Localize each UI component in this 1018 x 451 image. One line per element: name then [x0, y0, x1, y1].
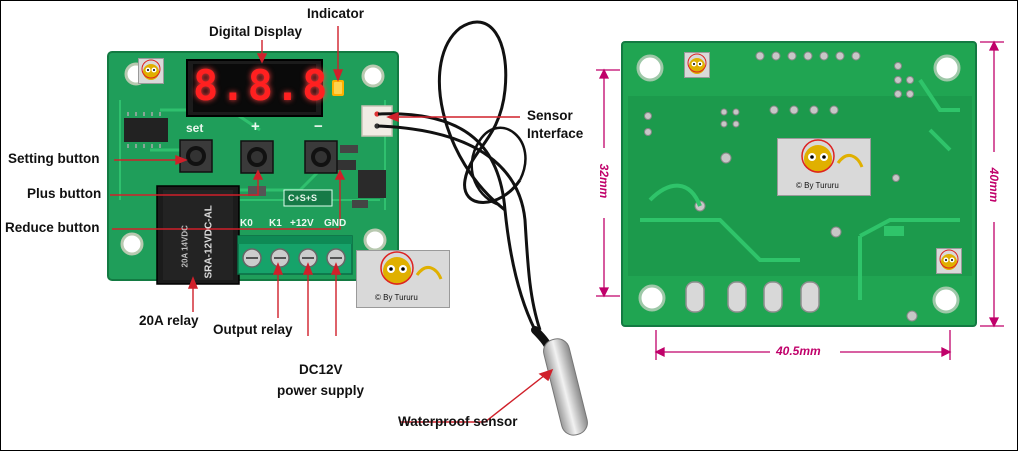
- relay-model-text: SRA-12VDC-AL: [203, 205, 215, 279]
- watermark-text: © By Tururu: [375, 293, 418, 302]
- label-output-relay: Output relay: [213, 322, 293, 337]
- sensor-cable: [377, 20, 554, 354]
- silk-terminal-12v: +12V: [290, 218, 314, 229]
- label-indicator: Indicator: [307, 6, 365, 21]
- relay-shape: [156, 185, 240, 285]
- watermark-text: © By Tururu: [796, 181, 839, 190]
- watermark-logo-large: © By Tururu: [356, 250, 450, 308]
- owl-icon: [687, 53, 707, 74]
- label-dc12v: DC12V: [299, 362, 343, 377]
- dimension-40-5mm: 40.5mm: [776, 344, 821, 358]
- watermark-logo-large: © By Tururu: [777, 138, 871, 196]
- silk-terminal-gnd: GND: [324, 218, 347, 229]
- silk-minus: −: [314, 118, 323, 135]
- relay-rating-text: 20A 14VDC: [180, 225, 190, 268]
- leader-lines: [110, 26, 554, 423]
- label-power-supply: power supply: [277, 383, 365, 398]
- front-pcb: [107, 51, 399, 285]
- plus-button-shape: [240, 140, 274, 174]
- silk-terminal-k0: K0: [240, 218, 253, 229]
- setting-button-shape: [179, 139, 213, 173]
- silk-terminal-k1: K1: [269, 218, 282, 229]
- label-waterproof-sensor: Waterproof sensor: [398, 414, 518, 429]
- label-digital-display: Digital Display: [209, 24, 303, 39]
- watermark-logo-small: [684, 52, 710, 78]
- reduce-button-shape: [304, 140, 338, 174]
- watermark-logo-small: [138, 58, 164, 84]
- watermark-logo-small: [936, 248, 962, 274]
- dimension-40mm: 40mm: [987, 167, 1001, 203]
- dimension-32mm: 32mm: [597, 163, 611, 199]
- label-sensor-interface-1: Sensor: [527, 108, 573, 123]
- silk-set: set: [186, 121, 204, 135]
- terminal-block: [237, 235, 353, 275]
- label-plus-button: Plus button: [27, 186, 102, 201]
- owl-icon: [141, 59, 161, 80]
- label-reduce-button: Reduce button: [5, 220, 100, 235]
- owl-icon: [380, 251, 443, 285]
- label-20a-relay: 20A relay: [139, 313, 199, 328]
- waterproof-probe: [543, 338, 588, 436]
- display-digits: 8.8.8: [193, 61, 330, 110]
- label-setting-button: Setting button: [8, 151, 100, 166]
- label-sensor-interface-2: Interface: [527, 126, 584, 141]
- silk-jumpers: C+S+S: [288, 193, 318, 203]
- owl-icon: [801, 139, 864, 173]
- owl-icon: [939, 249, 959, 270]
- silk-plus: +: [251, 118, 260, 135]
- dimension-lines: [596, 40, 1004, 360]
